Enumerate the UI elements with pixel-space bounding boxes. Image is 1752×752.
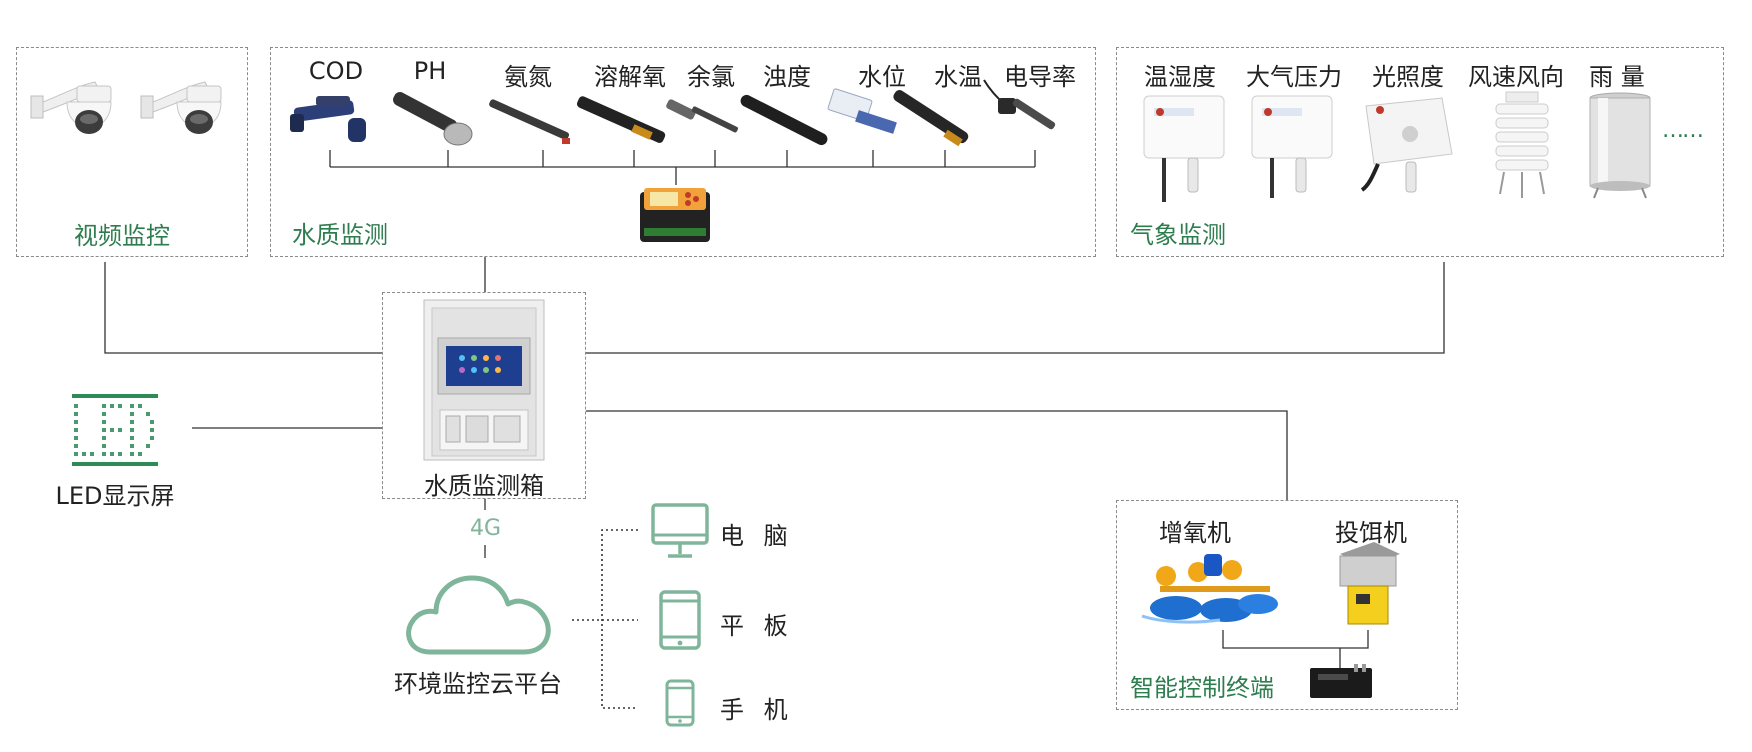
sensor-label-residual-chlorine: 余氯 (687, 63, 735, 91)
wire-video-box (104, 262, 382, 354)
terminal-label-tablet: 平 板 (720, 612, 794, 640)
wire-control-devices (1222, 630, 1369, 649)
dotted-terminal-bus (601, 529, 638, 709)
weather-sensor-box-icon (1143, 95, 1225, 202)
wire-weather-box (586, 262, 1445, 354)
probe-sensor-icon (893, 90, 969, 147)
probe-sensor-icon (827, 88, 897, 134)
weather-label-temp-humidity: 温湿度 (1144, 63, 1216, 91)
weather-sensor-box-icon (1251, 95, 1333, 198)
probe-sensor-icon (983, 79, 1056, 130)
control-cabinet-icon (423, 299, 545, 461)
device-label-aerator: 增氧机 (1159, 519, 1231, 547)
monitoring-box-label: 水质监测箱 (424, 472, 544, 500)
weather-label-illuminance: 光照度 (1372, 63, 1444, 91)
probe-sensor-icon (489, 99, 570, 144)
probe-sensor-icon (666, 99, 739, 133)
weather-label-rain: 雨 量 (1589, 63, 1645, 91)
water-quality-group (270, 47, 1096, 257)
probe-sensor-icon (740, 94, 828, 146)
sensor-label-dissolved-oxygen: 溶解氧 (594, 63, 666, 91)
probe-sensor-icon (393, 92, 473, 146)
cloud-icon (406, 575, 551, 655)
led-label: LED显示屏 (55, 482, 175, 510)
monitor-icon (651, 503, 709, 558)
data-logger-icon (640, 188, 710, 242)
feeder-icon (1339, 542, 1400, 625)
video-group-title: 视频监控 (74, 222, 170, 250)
probe-sensor-icon (290, 96, 366, 142)
sensor-label-water-temp: 水温 (934, 63, 982, 91)
water-group-title: 水质监测 (292, 221, 388, 249)
weather-sensor-box-icon (1360, 97, 1453, 193)
sensor-label-conductivity: 电导率 (1004, 63, 1076, 91)
led-screen-icon (72, 394, 158, 466)
sensor-label-ammonia: 氨氮 (504, 63, 552, 91)
weather-monitoring-group (1116, 47, 1724, 257)
sensor-label-water-level: 水位 (858, 63, 906, 91)
monitoring-box-group (382, 292, 586, 499)
weather-group-title: 气象监测 (1130, 221, 1226, 249)
terminal-label-phone: 手 机 (720, 696, 794, 724)
tablet-icon (659, 590, 701, 650)
dome-camera-icon (139, 72, 227, 156)
louver-shield-icon (1495, 91, 1549, 198)
device-label-feeder: 投饵机 (1335, 519, 1407, 547)
cloud-platform-label: 环境监控云平台 (394, 670, 562, 698)
probe-sensor-icon (576, 96, 666, 143)
aerator-icon (1141, 554, 1278, 624)
weather-more-ellipsis: …… (1662, 118, 1704, 143)
weather-label-wind: 风速风向 (1468, 63, 1564, 91)
control-terminal-group (1116, 500, 1458, 710)
dome-camera-icon (29, 72, 117, 156)
rain-gauge-icon (1589, 92, 1651, 199)
weather-label-pressure: 大气压力 (1246, 63, 1342, 91)
control-group-title: 智能控制终端 (1130, 674, 1274, 702)
relay-icon (1310, 664, 1372, 698)
terminal-label-pc: 电 脑 (720, 522, 794, 550)
phone-icon (665, 679, 695, 727)
sensor-label-cod: COD (308, 57, 364, 85)
link-4g-label: 4G (470, 516, 502, 541)
video-monitoring-group: 视频监控 (16, 47, 248, 257)
sensor-label-turbidity: 浊度 (763, 63, 811, 91)
wire-box-control (586, 410, 1288, 500)
sensor-label-ph: PH (413, 57, 447, 85)
